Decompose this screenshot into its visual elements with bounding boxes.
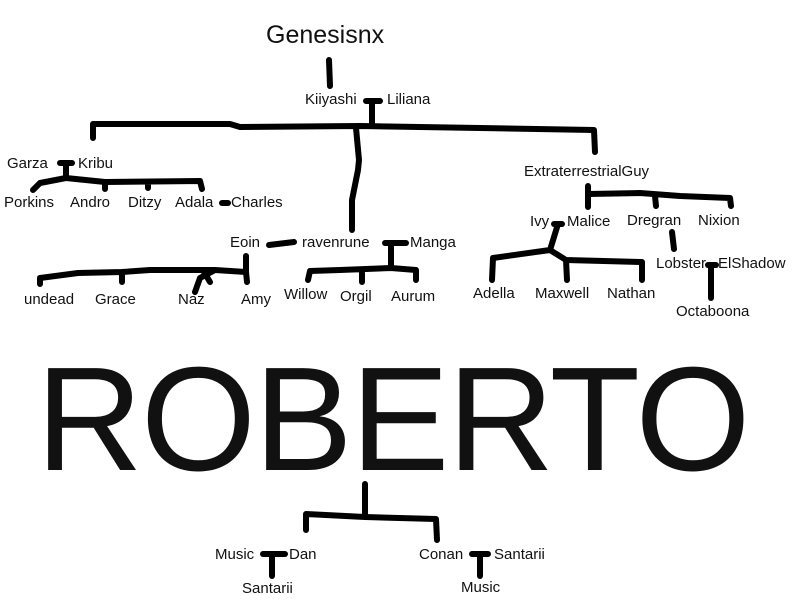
node-andro: Andro: [70, 194, 111, 211]
node-kiiyashi: Kiiyashi: [305, 91, 357, 108]
node-santarii-right: Santarii: [494, 546, 545, 563]
branch-ivy-kids: [489, 221, 645, 283]
node-santarii-left: Santarii: [242, 580, 293, 597]
node-liliana: Liliana: [387, 91, 431, 108]
branch-garza-kids: [30, 161, 205, 193]
node-dregran: Dregran: [627, 212, 682, 229]
node-elshadow: ElShadow: [718, 255, 786, 272]
node-eoin: Eoin: [230, 234, 261, 251]
node-naz: Naz: [178, 291, 205, 308]
marriage-eoin-ravenrune: [266, 239, 297, 248]
node-octaboona: Octaboona: [676, 303, 750, 320]
branch-main: [90, 121, 598, 155]
node-garza: Garza: [7, 155, 48, 172]
node-nixion: Nixion: [698, 212, 740, 229]
node-adella: Adella: [473, 285, 515, 302]
node-willow: Willow: [284, 286, 328, 303]
node-charles: Charles: [231, 194, 283, 211]
node-lobster: Lobster: [656, 255, 707, 272]
edge-dregran-lobster: [669, 229, 677, 252]
node-aurum: Aurum: [391, 288, 436, 305]
node-malice: Malice: [567, 213, 611, 230]
branch-extraterrestrial-kids: [585, 183, 734, 210]
node-porkins: Porkins: [4, 194, 55, 211]
node-manga: Manga: [410, 234, 456, 251]
node-nathan: Nathan: [607, 285, 656, 302]
node-conan: Conan: [419, 546, 464, 563]
node-amy: Amy: [241, 291, 271, 308]
node-kribu: Kribu: [78, 155, 114, 172]
node-ravenrune: ravenrune: [302, 234, 370, 251]
node-extraterrestrialguy: ExtraterrestrialGuy: [524, 163, 650, 180]
node-music-left: Music: [215, 546, 255, 563]
node-genesisnx: Genesisnx: [266, 21, 385, 49]
node-music-right: Music: [461, 579, 501, 596]
node-adala: Adala: [175, 194, 214, 211]
node-grace: Grace: [95, 291, 136, 308]
edge-to-ravenrune: [349, 125, 362, 233]
node-maxwell: Maxwell: [535, 285, 590, 302]
node-undead: undead: [24, 291, 75, 308]
node-ditzy: Ditzy: [128, 194, 162, 211]
node-ivy: Ivy: [530, 213, 550, 230]
branch-roberto: [303, 511, 440, 543]
edge-genesisnx-kiiyashi: [326, 57, 333, 89]
connector-lines: [30, 57, 734, 579]
branch-eoin-kids: [37, 253, 250, 295]
node-dan: Dan: [289, 546, 317, 563]
node-orgil: Orgil: [340, 288, 372, 305]
banner-roberto: ROBERTO: [36, 337, 750, 502]
branch-manga-kids: [305, 242, 419, 285]
